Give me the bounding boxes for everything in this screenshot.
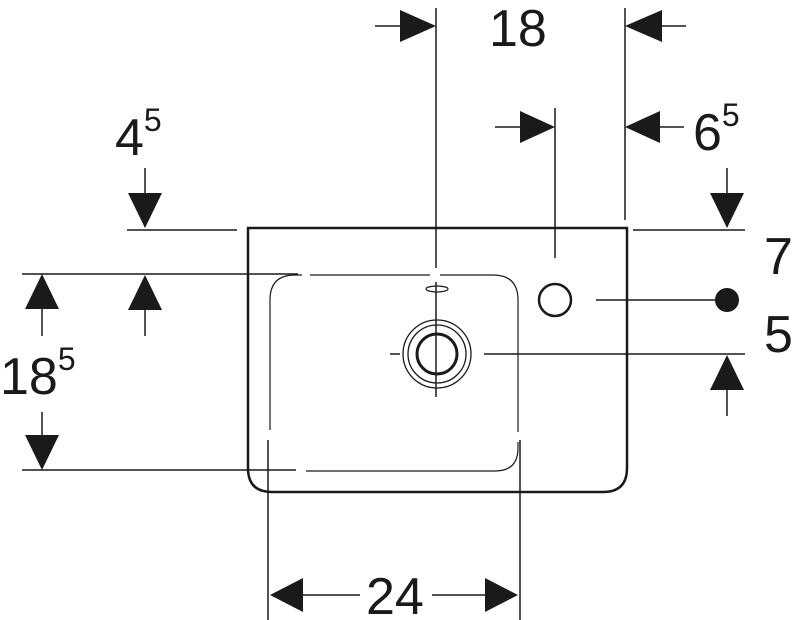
dim-right-offset-label: 65 [693,97,740,162]
sink-outer-outline [246,226,629,494]
tap-hole [537,282,573,318]
dimension-lines [22,8,745,620]
dim-right-upper-label: 7 [764,228,793,286]
overflow-marker [425,285,449,293]
drain-outlet [402,319,472,389]
dim-right-lower-label: 5 [764,306,793,364]
dim-height-label: 185 [0,341,76,406]
dimension-arrowheads [25,10,744,612]
dim-left-offset-label: 45 [115,102,162,167]
basin-inner-outline [269,274,519,472]
dim-bottom-width-label: 24 [366,568,424,620]
dim-top-width-label: 18 [489,0,547,58]
